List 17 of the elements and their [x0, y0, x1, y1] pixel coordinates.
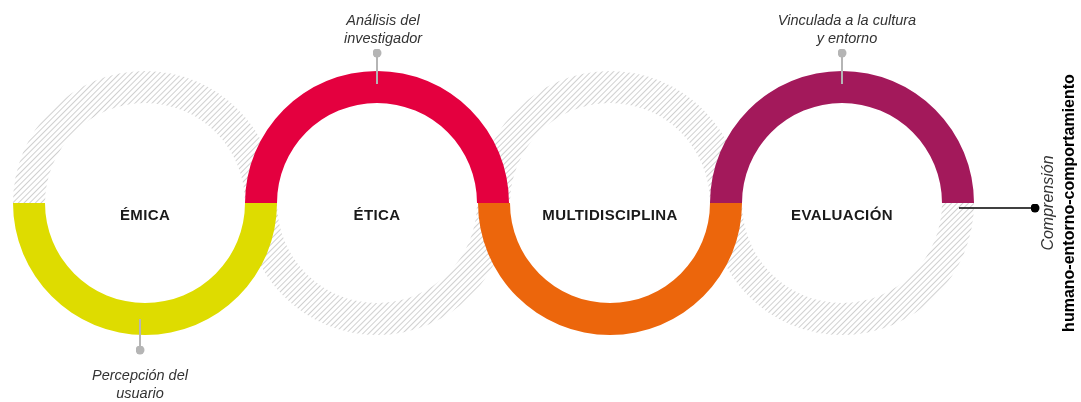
ring-stage: [13, 71, 277, 335]
leader-line: [837, 48, 847, 85]
stage-title: MULTIDISCIPLINA: [542, 204, 678, 225]
callout-text: Vinculada a la cultura y entorno: [777, 11, 917, 47]
callout-text: Análisis del investigador: [342, 11, 424, 47]
ring-stage: [478, 71, 742, 335]
leader-line: [135, 318, 145, 355]
ring-stage: [245, 71, 509, 335]
stage-title: ÉTICA: [353, 204, 401, 225]
caption-text: Comprensión: [1038, 155, 1057, 251]
ring-stage: [710, 71, 974, 335]
caption-heading: humano-entorno-comportamiento: [1059, 74, 1078, 332]
leader-line: [958, 203, 1040, 213]
stage-title: EVALUACIÓN: [791, 204, 893, 225]
callout-text: Percepción del usuario: [91, 366, 190, 402]
leader-line: [372, 48, 382, 85]
stage-title: ÉMICA: [119, 204, 171, 225]
